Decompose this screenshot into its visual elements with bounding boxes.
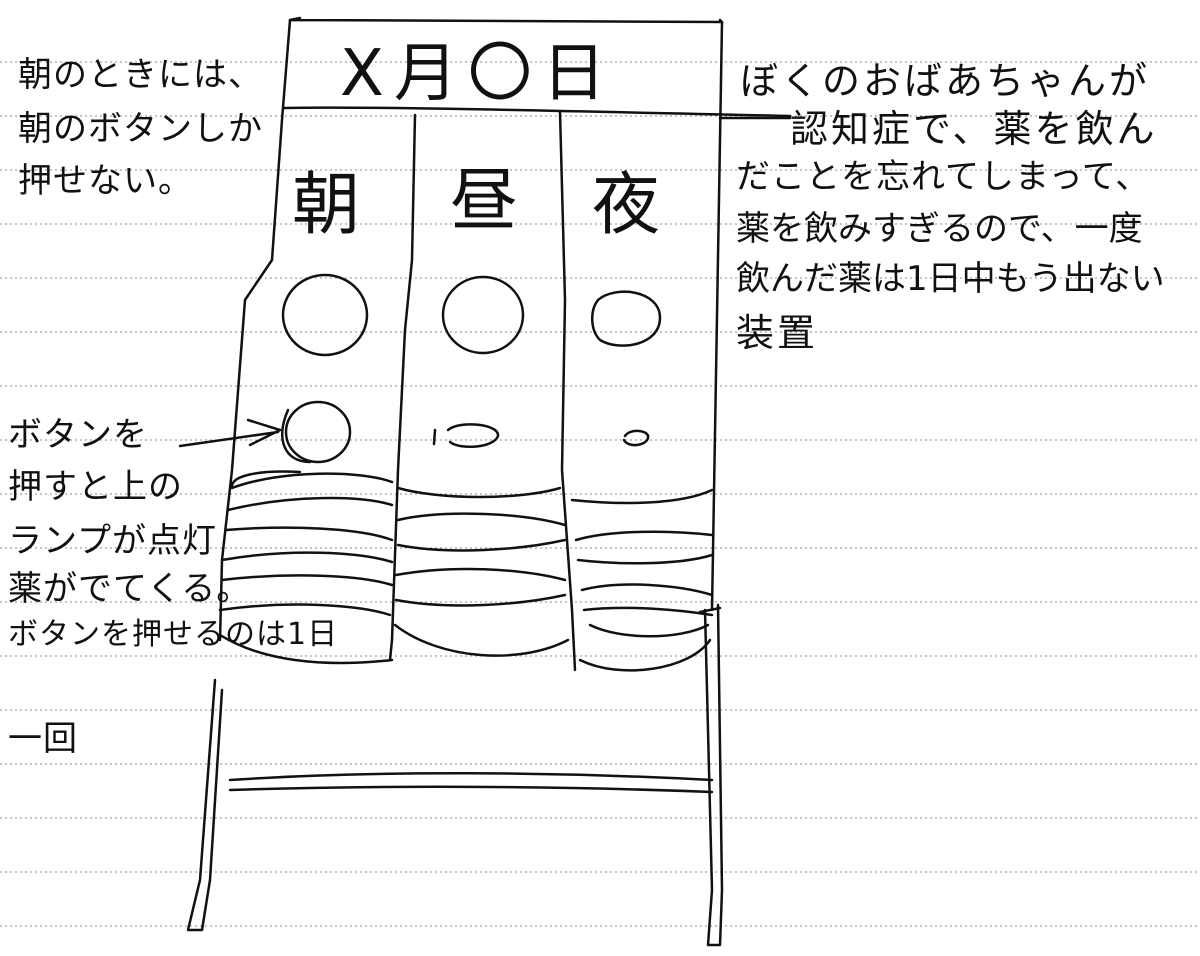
morning-button — [284, 400, 352, 464]
note-right-line: 飲んだ薬は1日中もう出ない — [736, 259, 1165, 299]
night-button — [622, 429, 650, 447]
night-tray — [570, 488, 714, 672]
note-right-line: ぼくのおばあちゃんが — [740, 59, 1151, 103]
note-top-left-line: 朝のボタンしか — [18, 109, 263, 149]
column-label-night: 夜 — [592, 166, 661, 245]
note-right-line: だことを忘れてしまって、 — [736, 157, 1151, 197]
leg-right — [703, 603, 724, 947]
column-divider — [388, 113, 417, 662]
leg-left — [186, 678, 224, 932]
morning-button-rim — [281, 408, 312, 464]
note-left-line: 一回 — [8, 719, 78, 759]
morning-lamp — [281, 273, 369, 357]
column-divider — [558, 110, 577, 672]
note-right-line: 認知症で、薬を飲ん — [790, 107, 1158, 151]
noon-lamp — [441, 275, 525, 355]
note-top-left-line: 朝のときには、 — [18, 55, 263, 95]
column-label-morning: 朝 — [292, 166, 361, 245]
note-left-line: ボタンを押せるのは1日 — [8, 617, 339, 652]
column-label-noon: 昼 — [450, 162, 519, 241]
note-left-line: 押すと上の — [8, 467, 183, 507]
leg-brace — [228, 771, 714, 782]
date-header: X月〇日 — [340, 37, 616, 111]
arrow — [178, 418, 282, 448]
noon-button — [446, 423, 500, 449]
morning-tray — [218, 472, 394, 665]
note-top-left-line: 押せない。 — [18, 161, 193, 201]
noon-tray — [393, 486, 570, 657]
note-right-line: 装置 — [736, 311, 819, 355]
note-left-line: 薬がでてくる。 — [8, 569, 252, 609]
note-left-line: ランプが点灯 — [8, 521, 217, 561]
night-lamp — [591, 290, 662, 347]
note-right-line: 薬を飲みすぎるので、一度 — [736, 209, 1143, 249]
note-left-line: ボタンを — [8, 415, 148, 455]
